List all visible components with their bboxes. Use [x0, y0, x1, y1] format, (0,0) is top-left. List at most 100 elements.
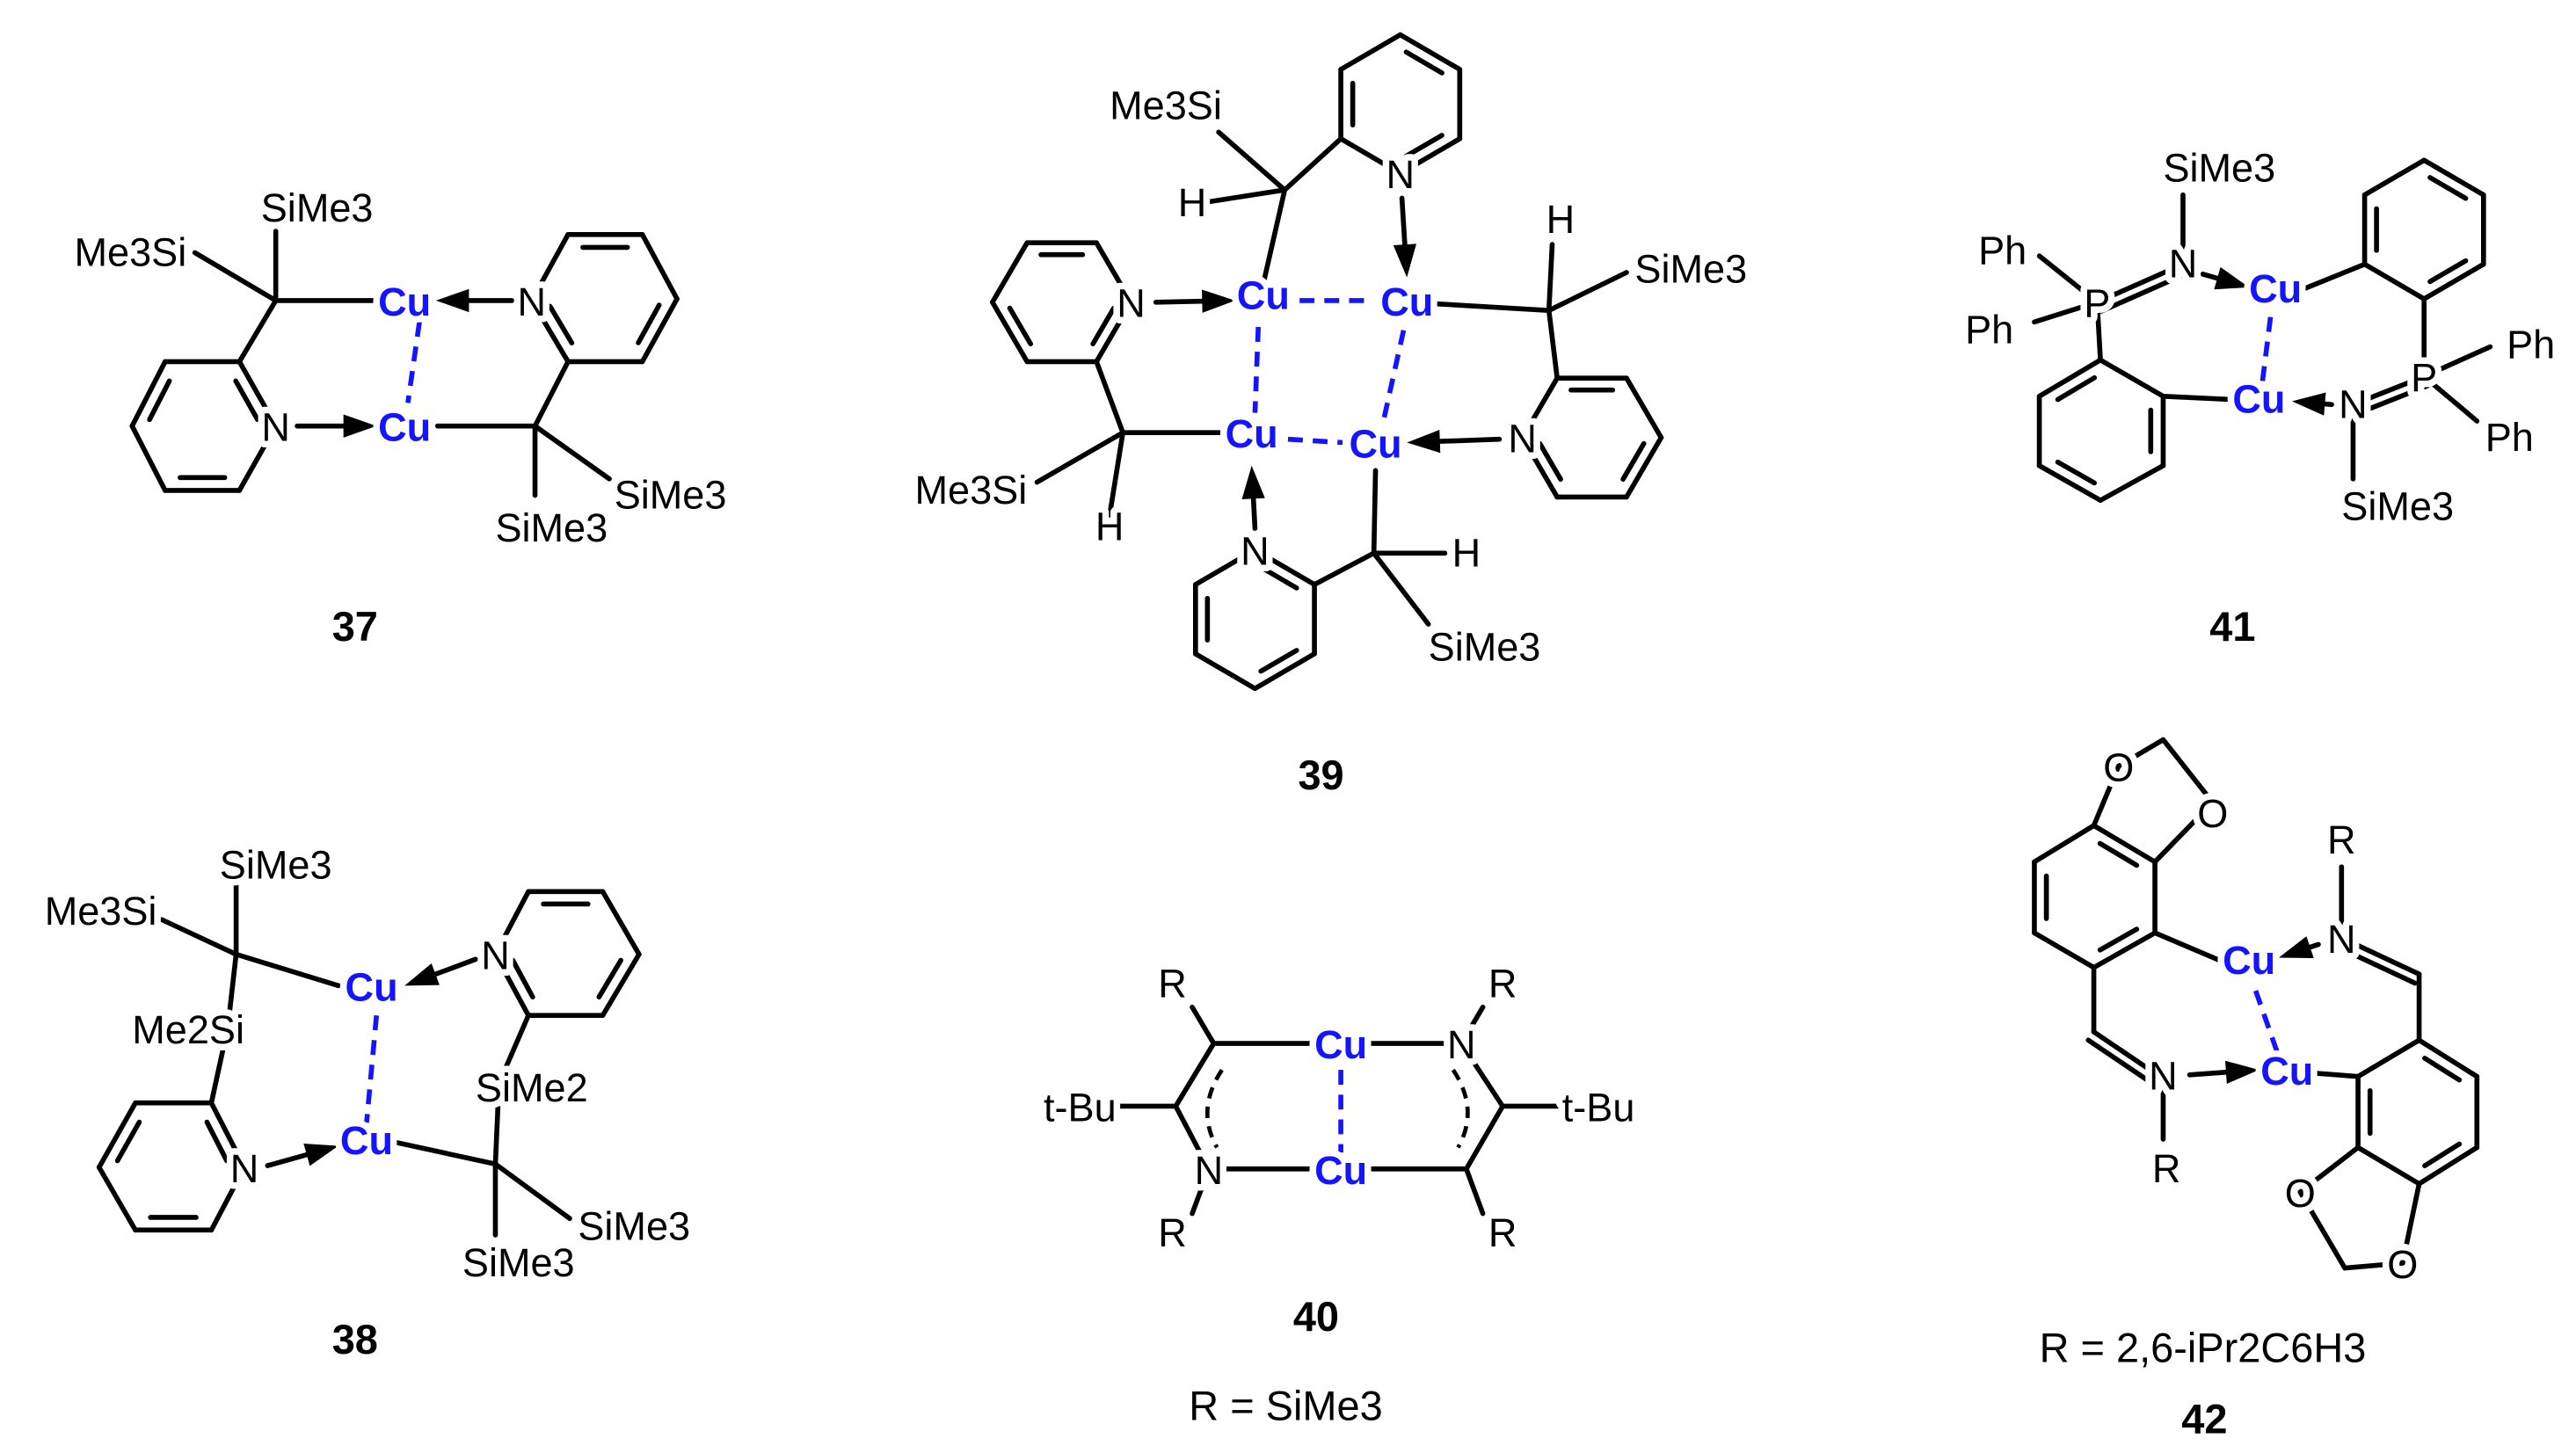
double-bond: [2334, 944, 2418, 986]
ring-bond: [1397, 136, 1463, 177]
copper-atom-label: Cu: [340, 1118, 393, 1163]
compound-number: 40: [1293, 1293, 1339, 1340]
ring-bond: [2421, 157, 2486, 198]
ring-bond: [639, 231, 680, 301]
ring-bond: [1624, 434, 1664, 500]
bond: [2094, 261, 2186, 305]
bond: [1094, 359, 1125, 435]
copper-atom-label: Cu: [1314, 1022, 1367, 1067]
bond: [1282, 136, 1343, 193]
copper-atom-label: Cu: [346, 964, 398, 1009]
bond: [2301, 261, 2368, 292]
bond: [1371, 468, 1379, 556]
bond: [1459, 1041, 1505, 1109]
double-bond: [2099, 271, 2190, 314]
bond: [393, 1139, 498, 1167]
atom-label: R: [1488, 1210, 1517, 1255]
atom-label: Ph: [1978, 229, 2027, 273]
atom-label: P: [2411, 355, 2437, 400]
ring-bond: [1624, 375, 1664, 440]
ring-double-bond: [510, 957, 535, 1000]
bond: [1464, 1166, 1486, 1217]
ring-double-bond: [1403, 133, 1444, 159]
r-group-definition: R = 2,6-iPr2C6H3: [2040, 1325, 2367, 1371]
cu-cu-interaction: [1252, 326, 1262, 413]
ring-double-bond: [2427, 175, 2469, 201]
atom-label: N: [2327, 917, 2356, 962]
arrowhead: [343, 414, 377, 438]
bond: [2094, 299, 2103, 363]
bond: [2091, 1029, 2158, 1076]
ring-bond: [2036, 357, 2103, 399]
cu-cu-interaction: [2259, 316, 2274, 384]
bond: [225, 951, 239, 1030]
atom-label: N: [1447, 1022, 1476, 1067]
dative-bond: [1250, 496, 1258, 531]
bond: [2421, 344, 2493, 380]
copper-atom-label: Cu: [1350, 421, 1402, 466]
bond: [1190, 1004, 1217, 1046]
atom-label: SiMe3: [2341, 484, 2454, 529]
copper-atom-label: Cu: [378, 405, 431, 450]
bond: [192, 250, 279, 303]
atom-label: Me2Si: [132, 1007, 244, 1052]
bond: [492, 1161, 572, 1222]
ring-bond: [1193, 547, 1258, 587]
ring-bond: [96, 1165, 138, 1233]
copper-atom-label: Cu: [1237, 272, 1290, 317]
bond: [2312, 1071, 2361, 1079]
dative-bond: [2322, 401, 2334, 408]
atom-label: H: [1452, 530, 1481, 575]
ring-bond: [2416, 1144, 2480, 1187]
ring-bond: [96, 1100, 138, 1170]
ring-bond: [2098, 462, 2166, 504]
double-bond: [2354, 382, 2431, 417]
ring-bond: [1519, 434, 1560, 500]
bond: [2350, 374, 2427, 408]
atom-label: Ph: [2507, 323, 2555, 367]
atom-label: N: [1386, 152, 1415, 197]
atom-label: R: [2327, 817, 2356, 862]
atom-label: SiMe3: [1429, 624, 1541, 669]
copper-atom-label: Cu: [2232, 377, 2285, 422]
atom-label: SiMe3: [578, 1204, 690, 1249]
bond: [2297, 1144, 2361, 1195]
bond: [1190, 1166, 1212, 1217]
bond: [2036, 253, 2100, 305]
cu-cu-interaction: [2252, 990, 2281, 1058]
dative-bond: [2187, 1070, 2229, 1078]
atom-label: SiMe3: [2163, 146, 2275, 191]
ring-bond: [2355, 1144, 2422, 1187]
ring-double-bond: [596, 957, 623, 1000]
ring-bond: [2355, 1037, 2422, 1079]
bond: [1207, 187, 1288, 205]
atom-label: t-Bu: [1562, 1085, 1635, 1130]
ring-bond: [2361, 157, 2427, 198]
ring-double-bond: [2422, 1056, 2463, 1083]
ring-bond: [492, 889, 531, 957]
copper-atom-label: Cu: [1226, 411, 1278, 456]
bond: [159, 917, 239, 957]
ring-bond: [639, 296, 680, 365]
ring-double-bond: [636, 302, 662, 345]
ring-double-bond: [2097, 840, 2140, 868]
atom-label: O: [2387, 1242, 2418, 1287]
compound-number: 37: [332, 603, 378, 650]
ring-double-bond: [1403, 49, 1444, 76]
atom-label: H: [1095, 504, 1124, 549]
atom-label: SiMe3: [462, 1240, 575, 1285]
arrowhead: [1393, 243, 1417, 278]
bond: [2342, 1260, 2405, 1271]
atom-label: SiMe3: [495, 505, 608, 550]
bonds-layer: [96, 32, 2493, 1271]
atom-label: SiMe3: [615, 473, 727, 518]
atom-label: N: [518, 280, 547, 324]
atom-label: N: [481, 934, 510, 978]
bond: [1034, 430, 1125, 485]
bond: [1173, 1041, 1217, 1109]
bond: [492, 1086, 502, 1167]
dative-bond: [1153, 298, 1205, 305]
copper-atom-label: Cu: [2260, 1049, 2313, 1093]
